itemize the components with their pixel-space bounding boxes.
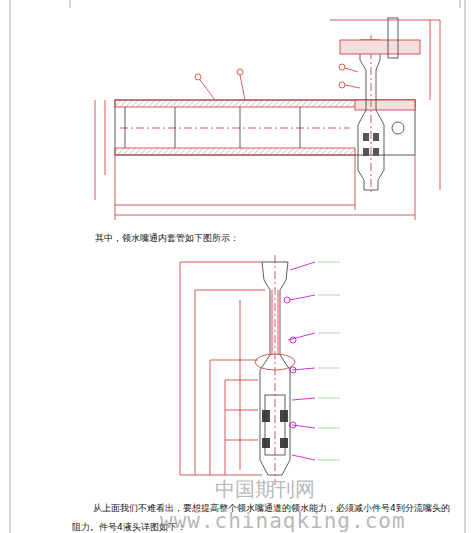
watermark: 中国期刊网 <box>215 476 315 503</box>
inner-sleeve-drawing <box>180 255 340 485</box>
body-text: 其中，领水嘴通内套管如下图所示： <box>95 232 239 245</box>
page-border <box>10 0 465 533</box>
assembly-drawing <box>95 18 440 220</box>
watermark: www.chinaqking.com <box>160 509 406 533</box>
